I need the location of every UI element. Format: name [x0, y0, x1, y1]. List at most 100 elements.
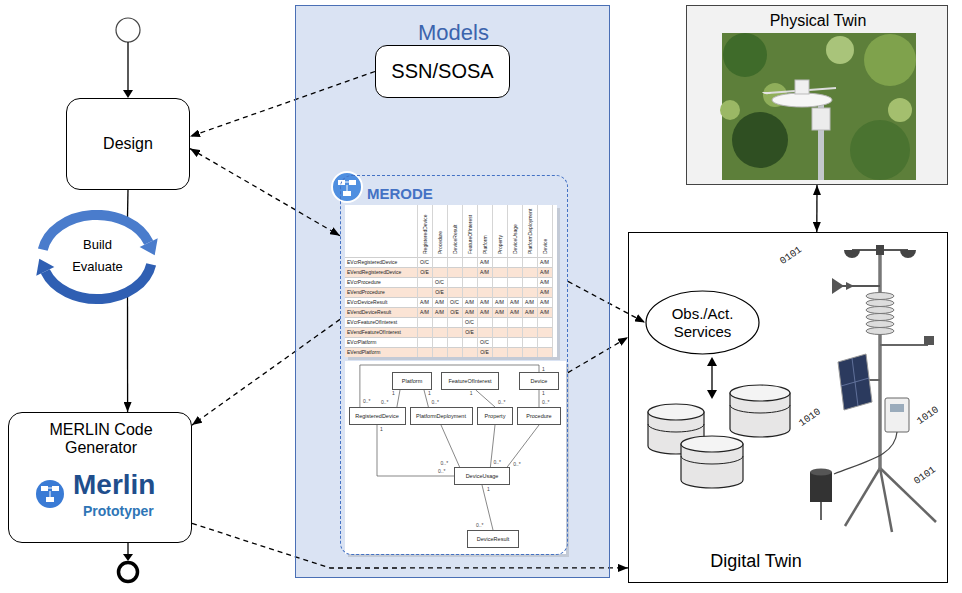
- table-header: Device: [542, 239, 548, 254]
- multiplicity-label: 1: [428, 390, 431, 396]
- start-node: [116, 18, 140, 42]
- process-box: Design: [66, 98, 190, 190]
- table-gridline: [432, 205, 433, 357]
- table-row-name: EVcrRegisteredDevice: [347, 259, 397, 265]
- table-gridline: [462, 205, 463, 357]
- class-box: Property: [477, 407, 513, 425]
- table-header: DeviceUsage: [512, 224, 518, 254]
- node-label: FeatureOfInterest: [448, 378, 491, 384]
- node-label: Platform: [402, 378, 422, 384]
- flow-connector: [816, 185, 818, 232]
- table-row-name: EVcrFeatureOfInterest: [347, 319, 397, 325]
- weather-station: [866, 321, 894, 328]
- weather-station: [838, 354, 872, 410]
- weather-station: [832, 278, 844, 294]
- table-cell: A/M: [537, 279, 552, 285]
- weather-station: [890, 404, 904, 412]
- table-cell: O/E: [432, 289, 447, 295]
- weather-station: [885, 398, 909, 432]
- weather-station: [866, 314, 894, 321]
- data-bits: 1010: [915, 404, 942, 428]
- node-label: MERLIN Code Generator: [31, 421, 171, 458]
- table-row-name: EVcrProcedure: [347, 279, 381, 285]
- weather-station: [846, 282, 854, 290]
- weather-station: [810, 472, 832, 502]
- table-header: Property: [497, 235, 503, 254]
- node-label: Evaluate: [35, 260, 160, 275]
- table-cell: O/E: [462, 329, 477, 335]
- physical-twin-photo: [723, 33, 767, 77]
- node-label: RegisteredDevice: [355, 413, 398, 419]
- multiplicity-label: 0..*: [363, 398, 371, 404]
- build-evaluate-cycle: BuildEvaluate: [35, 210, 160, 305]
- generator-box: MERLIN Code GeneratorMerlinPrototyper: [8, 412, 192, 543]
- multiplicity-label: 1: [542, 390, 545, 396]
- weather-station: [900, 250, 916, 258]
- end-node: [127, 543, 128, 555]
- end-node: [123, 554, 133, 561]
- class-box: Device: [519, 372, 559, 390]
- table-gridline: [507, 205, 508, 357]
- node-label: Design: [103, 135, 153, 153]
- table-cell: O/C: [432, 279, 447, 285]
- weather-station: [866, 293, 894, 300]
- models-panel-fill: [295, 5, 610, 578]
- table-cell: A/M: [537, 299, 552, 305]
- database-icons: [730, 405, 790, 413]
- weather-station: [841, 378, 869, 386]
- flow-connector: [190, 149, 340, 236]
- table-cell: O/E: [417, 269, 432, 275]
- node-label: PlatformDeployment: [416, 413, 466, 419]
- digital-twin-box: Digital TwinObs./Act. Services: [628, 232, 948, 583]
- class-box: DeviceResult: [467, 530, 519, 548]
- table-row-name: EVendPlatform: [347, 349, 380, 355]
- cycle-arc-bottom-head: [36, 259, 54, 276]
- class-association: [476, 390, 495, 407]
- class-box: RegisteredDevice: [349, 407, 406, 425]
- table-cell: A/M: [522, 299, 537, 305]
- table-gridline: [447, 205, 448, 357]
- cycle-arrows: [35, 210, 160, 305]
- flow-connector: [190, 72, 375, 137]
- physical-twin-photo: [720, 100, 740, 120]
- multiplicity-label: 0..*: [498, 399, 506, 405]
- multiplicity-label: 0..*: [431, 399, 439, 405]
- multiplicity-label: 0..*: [542, 399, 550, 405]
- node-label: Merlin: [73, 469, 155, 501]
- node-label: Physical Twin: [687, 12, 949, 30]
- flow-connector: [127, 190, 129, 217]
- table-header: Platform: [482, 235, 488, 254]
- node-label: SSN/SOSA: [391, 60, 493, 83]
- table-header: RegisteredDevice: [422, 215, 428, 254]
- node-label: DeviceUsage: [466, 473, 499, 479]
- weather-station: [866, 307, 894, 314]
- physical-twin-photo: [826, 36, 854, 64]
- physical-twin-box: Physical Twin: [686, 5, 948, 185]
- class-box: FeatureOfInterest: [441, 372, 499, 390]
- table-row-name: EVendFeatureOfInterest: [347, 329, 401, 335]
- merlin-logo-icon: [46, 497, 54, 502]
- table-cell: A/M: [492, 299, 507, 305]
- flow-connector: [568, 281, 645, 322]
- merode-badge: [343, 191, 351, 196]
- table-cell: A/M: [507, 299, 522, 305]
- table-cell: A/M: [417, 309, 432, 315]
- database-icons: [648, 404, 704, 420]
- table-card: [345, 205, 560, 360]
- table-header: DeviceResult: [452, 225, 458, 254]
- physical-twin-photo: [850, 120, 910, 180]
- end-node: [119, 563, 138, 582]
- class-association: [360, 365, 539, 407]
- merode-badge: [332, 172, 362, 202]
- services-database-arrow: [707, 390, 717, 399]
- class-association: [482, 485, 493, 530]
- table-cell: O/C: [417, 259, 432, 265]
- class-association: [507, 425, 539, 467]
- cycle-arc-bottom: [45, 264, 151, 299]
- merode-model: MERODEPlatformFeatureOfInterestDeviceReg…: [340, 175, 568, 555]
- merode-badge: [347, 185, 348, 191]
- table-cell: A/M: [417, 299, 432, 305]
- database-icons: [681, 436, 743, 452]
- physical-twin-photo: [722, 33, 916, 180]
- weather-station: [880, 468, 892, 532]
